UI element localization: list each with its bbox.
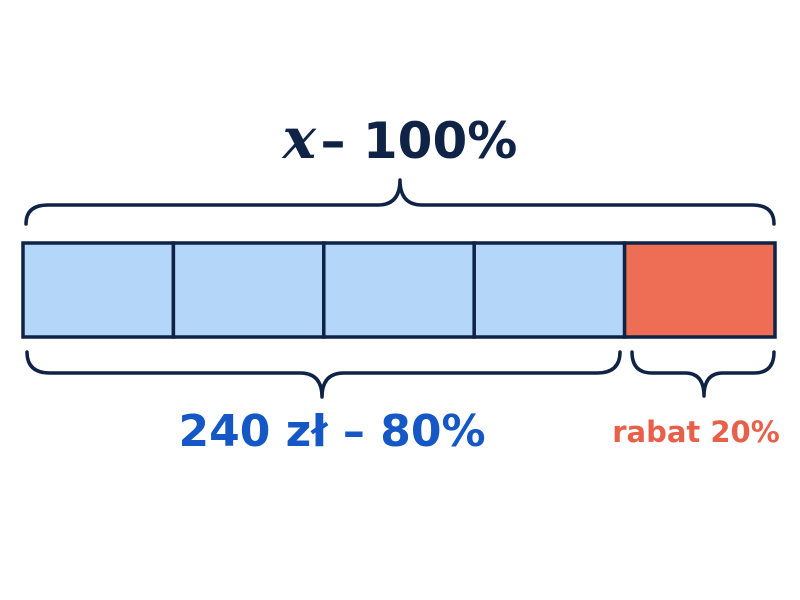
paid-brace: [25, 350, 622, 399]
title-text: – 100%: [320, 112, 517, 170]
title-variable: x: [282, 106, 317, 172]
bar-segment-paid: [472, 241, 627, 339]
paid-amount-label: 240 zł – 80%: [178, 406, 485, 457]
diagram-title: x – 100%: [282, 106, 518, 172]
bar-segment-paid: [322, 241, 476, 339]
bar-segment-paid: [21, 241, 176, 339]
top-brace: [24, 178, 776, 226]
bar-segment-paid: [171, 241, 326, 339]
bar-segment-discount: [622, 241, 777, 339]
segmented-bar: [21, 241, 777, 339]
discount-brace: [630, 350, 776, 398]
discount-label: rabat 20%: [612, 415, 780, 449]
